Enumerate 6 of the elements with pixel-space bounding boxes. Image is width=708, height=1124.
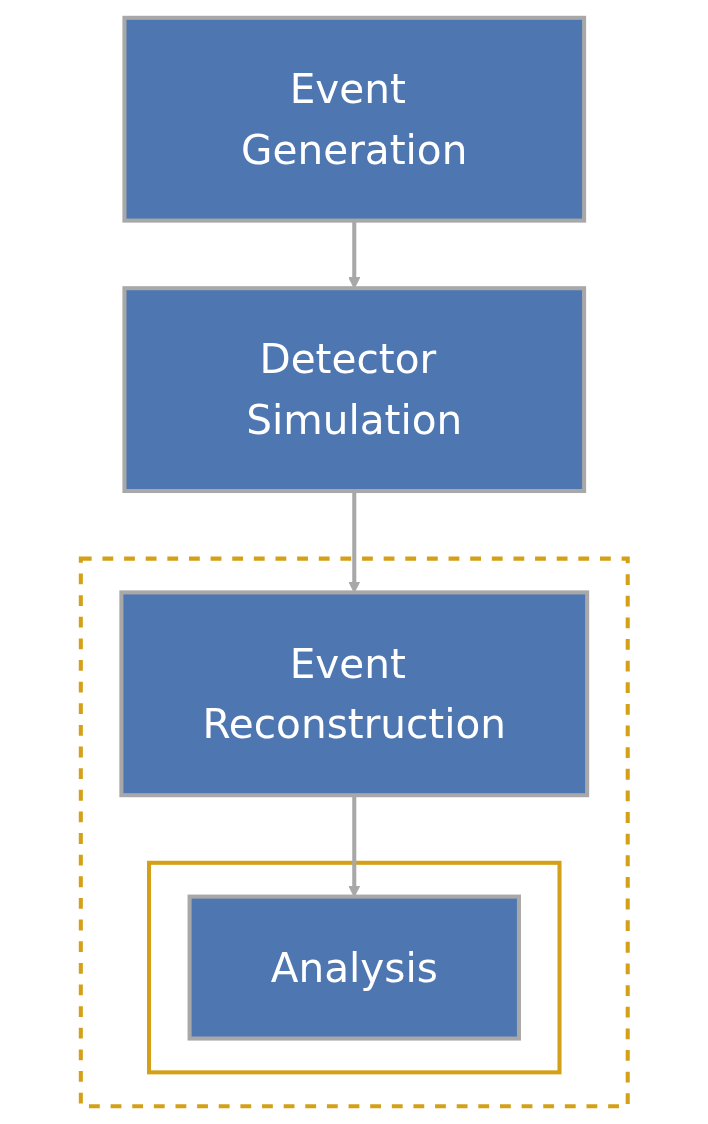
cluster (78, 556, 630, 1109)
node-box: Event Generation (122, 15, 586, 223)
cluster (146, 860, 562, 1075)
node-box: Detector Simulation (122, 286, 586, 494)
node-box: Analysis (187, 894, 521, 1041)
node-box: Event Reconstruction (119, 590, 589, 798)
